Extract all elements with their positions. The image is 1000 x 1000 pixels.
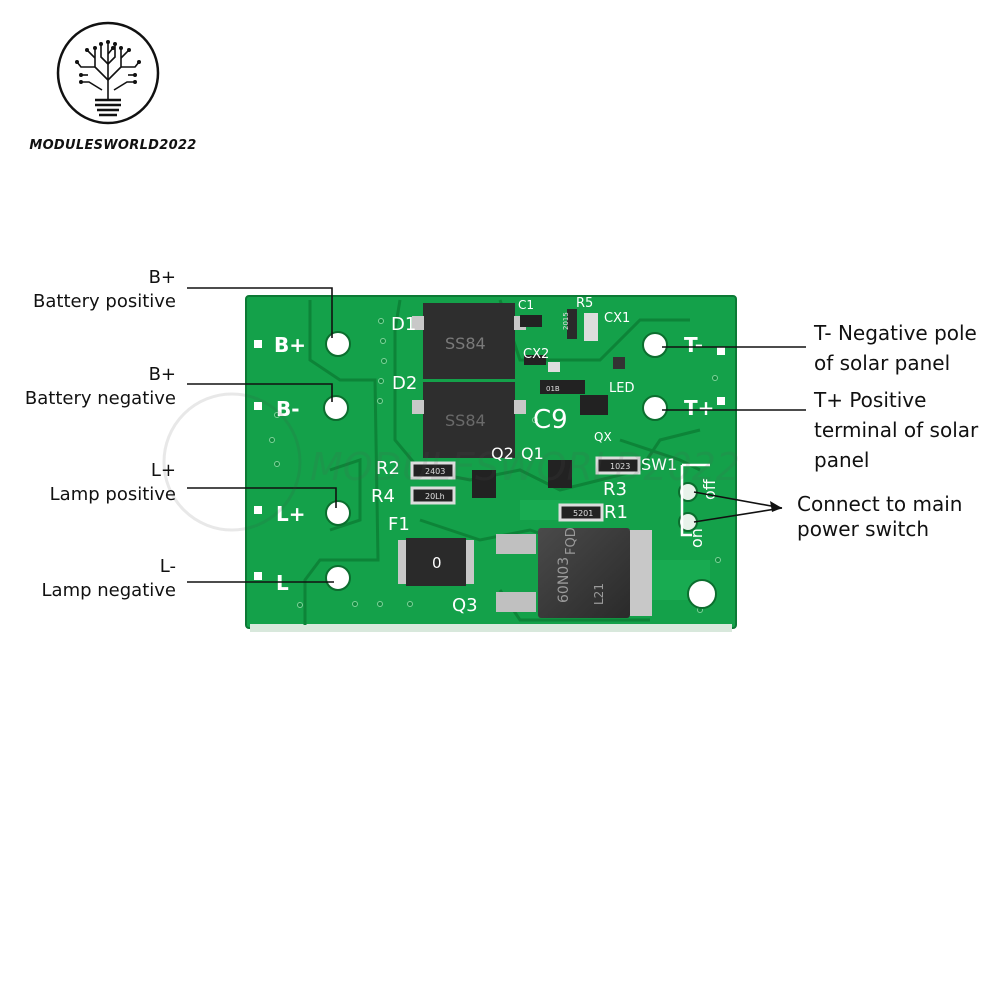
silk-q2: Q2 <box>491 444 514 463</box>
label-battery-negative-pin: B+ <box>148 364 176 385</box>
label-battery-positive-pin: B+ <box>148 267 176 288</box>
pad-b-minus <box>323 395 349 421</box>
svg-text:MODULESWORLD2022: MODULESWORLD2022 <box>310 445 740 489</box>
mark-r2: 2403 <box>425 467 445 476</box>
mark-r3: 1023 <box>610 462 630 471</box>
silk-pad-b-plus: B+ <box>274 333 306 357</box>
brand-logo <box>56 21 160 125</box>
silk-sw-on: on <box>687 528 706 548</box>
label-t-plus-line1: T+ Positive <box>814 388 927 412</box>
mark-fuse: 0 <box>432 554 442 572</box>
label-battery-negative-desc: Battery negative <box>24 388 176 409</box>
label-battery-positive: B+ Battery positive <box>6 266 176 314</box>
label-t-minus: T- Negative pole of solar panel <box>814 318 977 378</box>
label-switch: Connect to main power switch <box>797 492 962 542</box>
mark-d1: SS84 <box>445 334 486 353</box>
leader-switch-2 <box>693 507 783 523</box>
label-lamp-positive: L+ Lamp positive <box>6 459 176 507</box>
label-t-minus-line1: T- Negative pole <box>814 321 977 345</box>
fuse-f1 <box>406 538 466 586</box>
silk-pad-t-plus: T+ <box>684 396 714 420</box>
pad-l-plus <box>325 500 351 526</box>
pad-t-minus <box>642 332 668 358</box>
resistor-r2 <box>410 461 456 480</box>
resistor-r1 <box>558 503 604 522</box>
label-t-plus: T+ Positive terminal of solar panel <box>814 385 978 475</box>
silk-r3: R3 <box>603 479 627 500</box>
silk-r5: R5 <box>576 296 593 311</box>
silk-led: LED <box>609 381 634 396</box>
pad-l-minus <box>325 565 351 591</box>
silk-q1: Q1 <box>521 444 544 463</box>
leader-switch-1 <box>693 491 783 509</box>
silk-cx1: CX1 <box>604 311 630 326</box>
mark-mosfet-code: L21 <box>592 583 606 605</box>
silk-d2: D2 <box>392 373 417 394</box>
label-lamp-negative-pin: L- <box>159 556 176 577</box>
mosfet-q3 <box>538 528 630 618</box>
silk-r1: R1 <box>604 502 628 523</box>
pad-t-plus <box>642 395 668 421</box>
silk-pad-l-plus: L+ <box>276 502 306 526</box>
mark-cx: 01B <box>546 385 560 393</box>
mark-r1: 5201 <box>573 509 593 518</box>
pad-b-plus <box>325 331 351 357</box>
silk-pad-t-minus: T- <box>684 333 703 357</box>
silk-pad-l-minus: L <box>276 571 289 595</box>
silk-d1: D1 <box>391 314 416 335</box>
silk-c9: C9 <box>533 405 568 435</box>
silk-c1: C1 <box>518 298 534 312</box>
mark-r5: 2015 <box>562 312 570 330</box>
leader-b-plus <box>187 287 333 338</box>
diode-d1 <box>423 303 515 379</box>
silk-pad-b-minus: B- <box>276 397 300 421</box>
label-switch-line2: power switch <box>797 517 930 541</box>
mark-mosfet-1: FQD <box>564 527 579 555</box>
silk-r2: R2 <box>376 458 400 479</box>
label-lamp-negative-desc: Lamp negative <box>41 580 176 601</box>
silk-f1: F1 <box>388 514 410 535</box>
label-t-plus-line2: terminal of solar <box>814 418 979 442</box>
leader-l-plus <box>187 487 337 508</box>
label-battery-negative: B+ Battery negative <box>6 363 176 411</box>
diode-d2 <box>423 382 515 458</box>
mark-r4: 20Lh <box>425 492 445 501</box>
label-switch-line1: Connect to main <box>797 492 963 516</box>
label-battery-positive-desc: Battery positive <box>33 291 176 312</box>
mark-mosfet-2: 60N03 <box>556 557 572 603</box>
leader-b-minus <box>187 383 333 402</box>
label-t-plus-line3: panel <box>814 448 870 472</box>
label-lamp-positive-pin: L+ <box>150 460 176 481</box>
watermark: MODULESWORLD2022 <box>162 392 740 532</box>
label-lamp-positive-desc: Lamp positive <box>49 484 176 505</box>
mark-d2: SS84 <box>445 411 486 430</box>
label-t-minus-line2: of solar panel <box>814 351 951 375</box>
silk-qx: QX <box>594 430 612 444</box>
resistor-r4 <box>410 486 456 505</box>
mount-hole <box>687 579 717 609</box>
brand-name: MODULESWORLD2022 <box>29 138 197 153</box>
silk-sw1: SW1 <box>641 455 677 474</box>
silk-cx2: CX2 <box>523 347 549 362</box>
silk-r4: R4 <box>371 486 395 507</box>
resistor-r3 <box>595 456 641 475</box>
label-lamp-negative: L- Lamp negative <box>6 555 176 603</box>
silk-q3: Q3 <box>452 595 478 616</box>
